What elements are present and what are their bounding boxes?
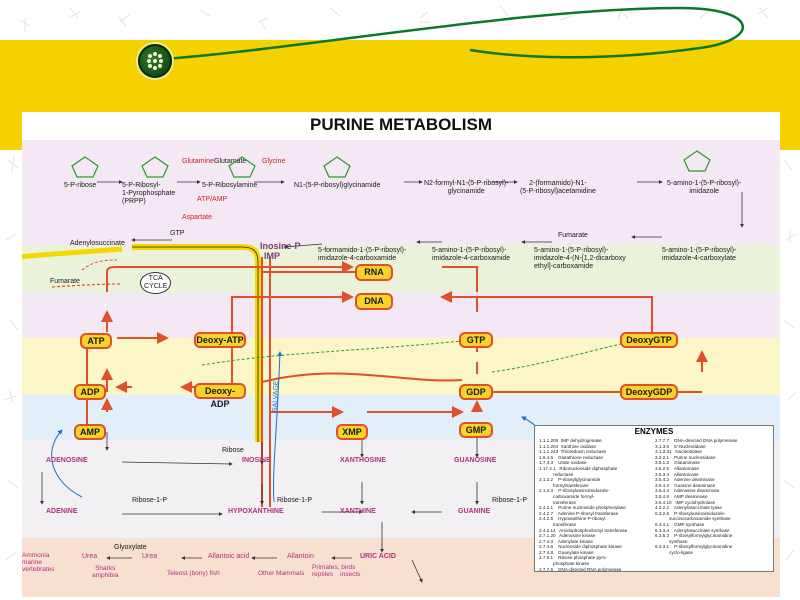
label-formyl-glycinamide: N2-formyl-N1-(5-P-ribosyl)- glycinamide [424,180,509,195]
compound-5-p-ribose [60,154,110,182]
compound-prpp [130,154,180,182]
enzyme-list-column-1: 1.1.1.205 IMP dehydrogenase 1.1.1.204 Xa… [539,438,628,572]
reagent-glycine: Glycine [262,158,286,165]
bullet-ball-icon [138,44,172,78]
label-adenosine: ADENOSINE [46,457,88,464]
label-guanine: GUANINE [458,508,491,515]
node-gdp: GDP [459,384,493,400]
node-adp: ADP [74,384,106,400]
ribose-structure-icon [71,156,99,178]
imidazole-structure-icon [683,150,711,172]
reagent-fumarate: Fumarate [558,232,588,239]
label-glyoxylate: Glyoxylate [114,544,147,551]
label-urea-2: Urea [142,553,158,560]
node-xmp: XMP [336,424,368,440]
node-deoxy-gdp: DeoxyGDP [620,384,678,400]
label-ribose-1-p-3: Ribose-1-P [492,497,528,504]
enzyme-legend: ENZYMES 1.1.1.205 IMP dehydrogenase 1.1.… [534,425,774,572]
orbit-swoosh [149,6,744,62]
label-adenylosuccinate: Adenylosuccinate [70,240,125,247]
compound-5-p-ribosylamine [217,154,267,182]
label-allantoin: Allantoin [287,553,314,560]
node-amp: AMP [74,424,106,440]
organism-ammonia: Ammonia marine vertebrates [22,552,55,573]
label-inosine-p: Inosine-P [260,241,301,251]
label-xanthosine: XANTHOSINE [340,457,386,464]
reagent-glutamine: Glutamine [182,158,214,165]
label-xanthine: XANTHINE [340,508,376,515]
prpp-structure-icon [141,156,169,178]
label-imp: IMP [264,251,281,261]
node-gmp: GMP [459,422,493,438]
glycinamide-structure-icon [323,156,351,178]
tca-cycle-label: TCA CYCLE [140,272,172,294]
label-salvage: SALVAGE [272,380,281,413]
label-ribose-1-p-2: Ribose-1-P [277,497,313,504]
label-amino-imidazole-carboxylate: 5-amino-1-(5-P-ribosyl)- imidazole-4-car… [662,247,737,262]
node-deoxy-atp: Deoxy-ATP [194,332,246,348]
label-5-p-ribose: 5-P-ribose [64,182,97,189]
label-urea-1: Urea [82,553,98,560]
diagram-title: PURINE METABOLISM [310,115,492,134]
ribosylamine-structure-icon [228,156,256,178]
label-5-p-ribosylamine: 5-P-Ribosylamine [202,182,258,189]
label-hypoxanthine: HYPOXANTHINE [228,508,284,515]
compound-glycinamide [312,154,362,182]
label-amino-imidazole-dicarboxyethyl: 5-amino-1-(5-P-ribosyl)- imidazole-4-(N-… [534,247,626,270]
node-rna: RNA [355,264,393,281]
label-adenine: ADENINE [46,508,78,515]
band-de-novo [22,140,780,245]
label-amino-imidazole-carboxamide: 5-amino-1-(5-P-ribosyl)- imidazole-4-car… [432,247,511,262]
organism-primates: Primates, birds reptiles insects [312,564,361,578]
label-glycinamide: N1-(5-P-ribosyl)glycinamide [294,182,381,189]
node-gtp: GTP [459,332,493,348]
label-allantoic-acid: Allantoic acid [208,553,250,560]
label-uric-acid: URIC ACID [360,553,396,560]
organism-other-mammals: Other Mammals [258,570,305,577]
compound-aminoimidazole [672,148,722,176]
reagent-fumarate-left: Fumarate [50,278,80,285]
label-prpp: 5-P-Ribosyl- 1-Pyrophosphate (PRPP) [122,182,176,205]
node-atp: ATP [80,333,112,349]
label-guanosine: GUANOSINE [454,457,497,464]
enzyme-list-column-2: 2.7.7.7 DNA-directed DNA polymerase 3.1.… [655,438,738,555]
label-ribose-1-p-1: Ribose-1-P [132,497,168,504]
organism-teleost: Teleost (bony) fish [167,570,220,577]
purine-metabolism-diagram: PURINE METABOLISM [22,112,780,597]
label-inosine: INOSINE [242,457,271,464]
label-formamido-acetamidine: 2-(formamido)-N1- (5-P-ribosyl)acetamidi… [520,180,596,195]
label-aminoimidazole: 5-amino-1-(5-P-ribosyl)- imidazole [667,180,742,195]
reagent-glutamate: Glutamate [214,158,247,165]
band-triphosphates [22,293,780,338]
reagent-aspartate: Aspartate [182,214,212,221]
organism-sharks: Sharks amphibia [92,565,119,579]
reagent-atp-amp: ATP/AMP [197,196,228,203]
node-dna: DNA [355,293,393,310]
enzyme-legend-title: ENZYMES [634,427,674,436]
node-deoxy-gtp: DeoxyGTP [620,332,678,348]
label-ribose: Ribose [222,447,244,454]
node-deoxy-adp: Deoxy-ADP [194,383,246,409]
reagent-gtp: GTP [170,230,185,237]
label-formamido-imidazole-carboxamide: 5-formamido-1-(5-P-ribosyl)- imidazole-4… [318,247,407,262]
